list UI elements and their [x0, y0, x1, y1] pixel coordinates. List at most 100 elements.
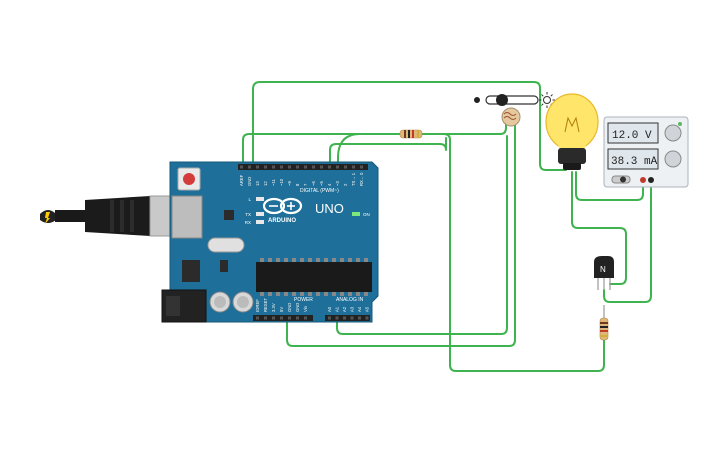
- pin-label: AREF: [239, 174, 244, 186]
- header-socket[interactable]: [280, 316, 283, 320]
- wire-5v-to-photoresistor[interactable]: [286, 119, 516, 347]
- pin-label: A3: [350, 306, 355, 312]
- header-socket[interactable]: [358, 316, 361, 320]
- pin-label: ~6: [311, 181, 316, 186]
- current-display: 38.3 mA: [611, 156, 658, 168]
- pin-label: A2: [342, 306, 347, 312]
- pin-label: 13: [255, 181, 260, 186]
- pin-label: ~9: [287, 181, 292, 186]
- pin-label: ~3: [335, 181, 340, 186]
- potentiometer-icon[interactable]: [474, 94, 539, 106]
- header-socket[interactable]: [360, 165, 363, 169]
- led-tx-label: TX: [245, 212, 251, 217]
- wire-pin6-through-resistor[interactable]: [337, 133, 399, 168]
- pin-label: IOREF: [255, 299, 260, 312]
- npn-transistor-icon[interactable]: N: [594, 256, 614, 290]
- analog-header[interactable]: [325, 315, 370, 321]
- arduino-uno-board[interactable]: L TX RX ARDUINO UNO ON DIGITAL (PWM~) AR…: [161, 161, 379, 323]
- led-rx: [256, 220, 264, 224]
- pin-label: A0: [327, 306, 332, 312]
- voltage-knob[interactable]: [664, 124, 682, 142]
- terminal-positive[interactable]: [640, 177, 646, 183]
- led-on-label: ON: [363, 212, 370, 217]
- pin-label: TX→ 1: [351, 172, 356, 186]
- header-socket[interactable]: [248, 165, 251, 169]
- current-knob[interactable]: [664, 150, 682, 168]
- analog-header-label: ANALOG IN: [336, 297, 364, 303]
- header-socket[interactable]: [256, 165, 259, 169]
- digital-header[interactable]: [238, 164, 368, 170]
- pin-label: 2: [343, 183, 348, 186]
- wire-pin13-to-bulb[interactable]: [252, 81, 567, 171]
- pin-label: A5: [365, 306, 370, 312]
- board-model: UNO: [315, 201, 344, 216]
- pin-label: ~5: [319, 181, 324, 186]
- header-socket[interactable]: [328, 165, 331, 169]
- header-socket[interactable]: [264, 165, 267, 169]
- reset-button-cap[interactable]: [183, 173, 195, 185]
- header-socket[interactable]: [328, 316, 331, 320]
- wire-supply-to-emitter[interactable]: [603, 179, 652, 303]
- pin-label: 12: [263, 181, 268, 186]
- pin-label: GND: [295, 303, 300, 312]
- terminal-negative[interactable]: [648, 177, 654, 183]
- power-header-label: POWER: [294, 297, 313, 303]
- header-socket[interactable]: [343, 316, 346, 320]
- pin-label: 8: [295, 183, 300, 186]
- led-rx-label: RX: [245, 220, 251, 225]
- header-socket[interactable]: [240, 165, 243, 169]
- led-tx: [256, 212, 264, 216]
- header-socket[interactable]: [335, 316, 339, 320]
- wire-supply-to-bulb[interactable]: [575, 171, 644, 201]
- header-socket[interactable]: [272, 165, 275, 169]
- pin-label: GND: [287, 303, 292, 312]
- pin-label: 7: [303, 183, 308, 186]
- pin-label: 3.3V: [271, 303, 276, 312]
- wires: [242, 81, 652, 372]
- header-socket[interactable]: [296, 165, 299, 169]
- header-socket[interactable]: [312, 165, 315, 169]
- light-bulb-icon[interactable]: [545, 93, 599, 170]
- header-socket[interactable]: [264, 316, 267, 320]
- header-socket[interactable]: [280, 165, 283, 169]
- arduino-logo-icon: [262, 197, 303, 215]
- pin-label: ~10: [279, 178, 284, 186]
- header-socket[interactable]: [256, 316, 259, 320]
- header-socket[interactable]: [365, 316, 369, 320]
- resistor-icon[interactable]: [399, 129, 423, 139]
- header-socket[interactable]: [288, 165, 291, 169]
- wire-bulb-to-transistor[interactable]: [571, 171, 627, 285]
- header-socket[interactable]: [344, 165, 347, 169]
- wire-resistor-to-transistor[interactable]: [421, 133, 605, 372]
- pin-label: ~11: [271, 179, 276, 186]
- header-socket[interactable]: [304, 316, 307, 320]
- pin-label: 4: [327, 183, 332, 186]
- pin-label: GND: [247, 177, 252, 186]
- led-l-label: L: [248, 197, 251, 202]
- led-l: [256, 197, 264, 201]
- transistor-label: N: [600, 265, 606, 274]
- pin-label: A4: [357, 306, 362, 312]
- header-socket[interactable]: [304, 165, 307, 169]
- header-socket[interactable]: [272, 316, 275, 320]
- power-supply[interactable]: 12.0 V 38.3 mA: [603, 116, 689, 188]
- header-socket[interactable]: [350, 316, 354, 320]
- base-resistor-icon[interactable]: [599, 305, 609, 341]
- pin-label: Vin: [303, 305, 308, 312]
- wire-pin5-to-resistor[interactable]: [329, 137, 447, 168]
- digital-header-label: DIGITAL (PWM~): [300, 188, 339, 194]
- pin-label: RX← 0: [359, 172, 364, 186]
- led-on: [352, 212, 360, 216]
- photoresistor-icon[interactable]: [501, 107, 521, 127]
- header-socket[interactable]: [296, 316, 299, 320]
- header-socket[interactable]: [320, 165, 323, 169]
- header-socket[interactable]: [352, 165, 355, 169]
- header-socket[interactable]: [288, 316, 291, 320]
- header-socket[interactable]: [336, 165, 339, 169]
- wire-a0-to-photoresistor[interactable]: [336, 135, 508, 335]
- atmega-chip: [256, 262, 372, 292]
